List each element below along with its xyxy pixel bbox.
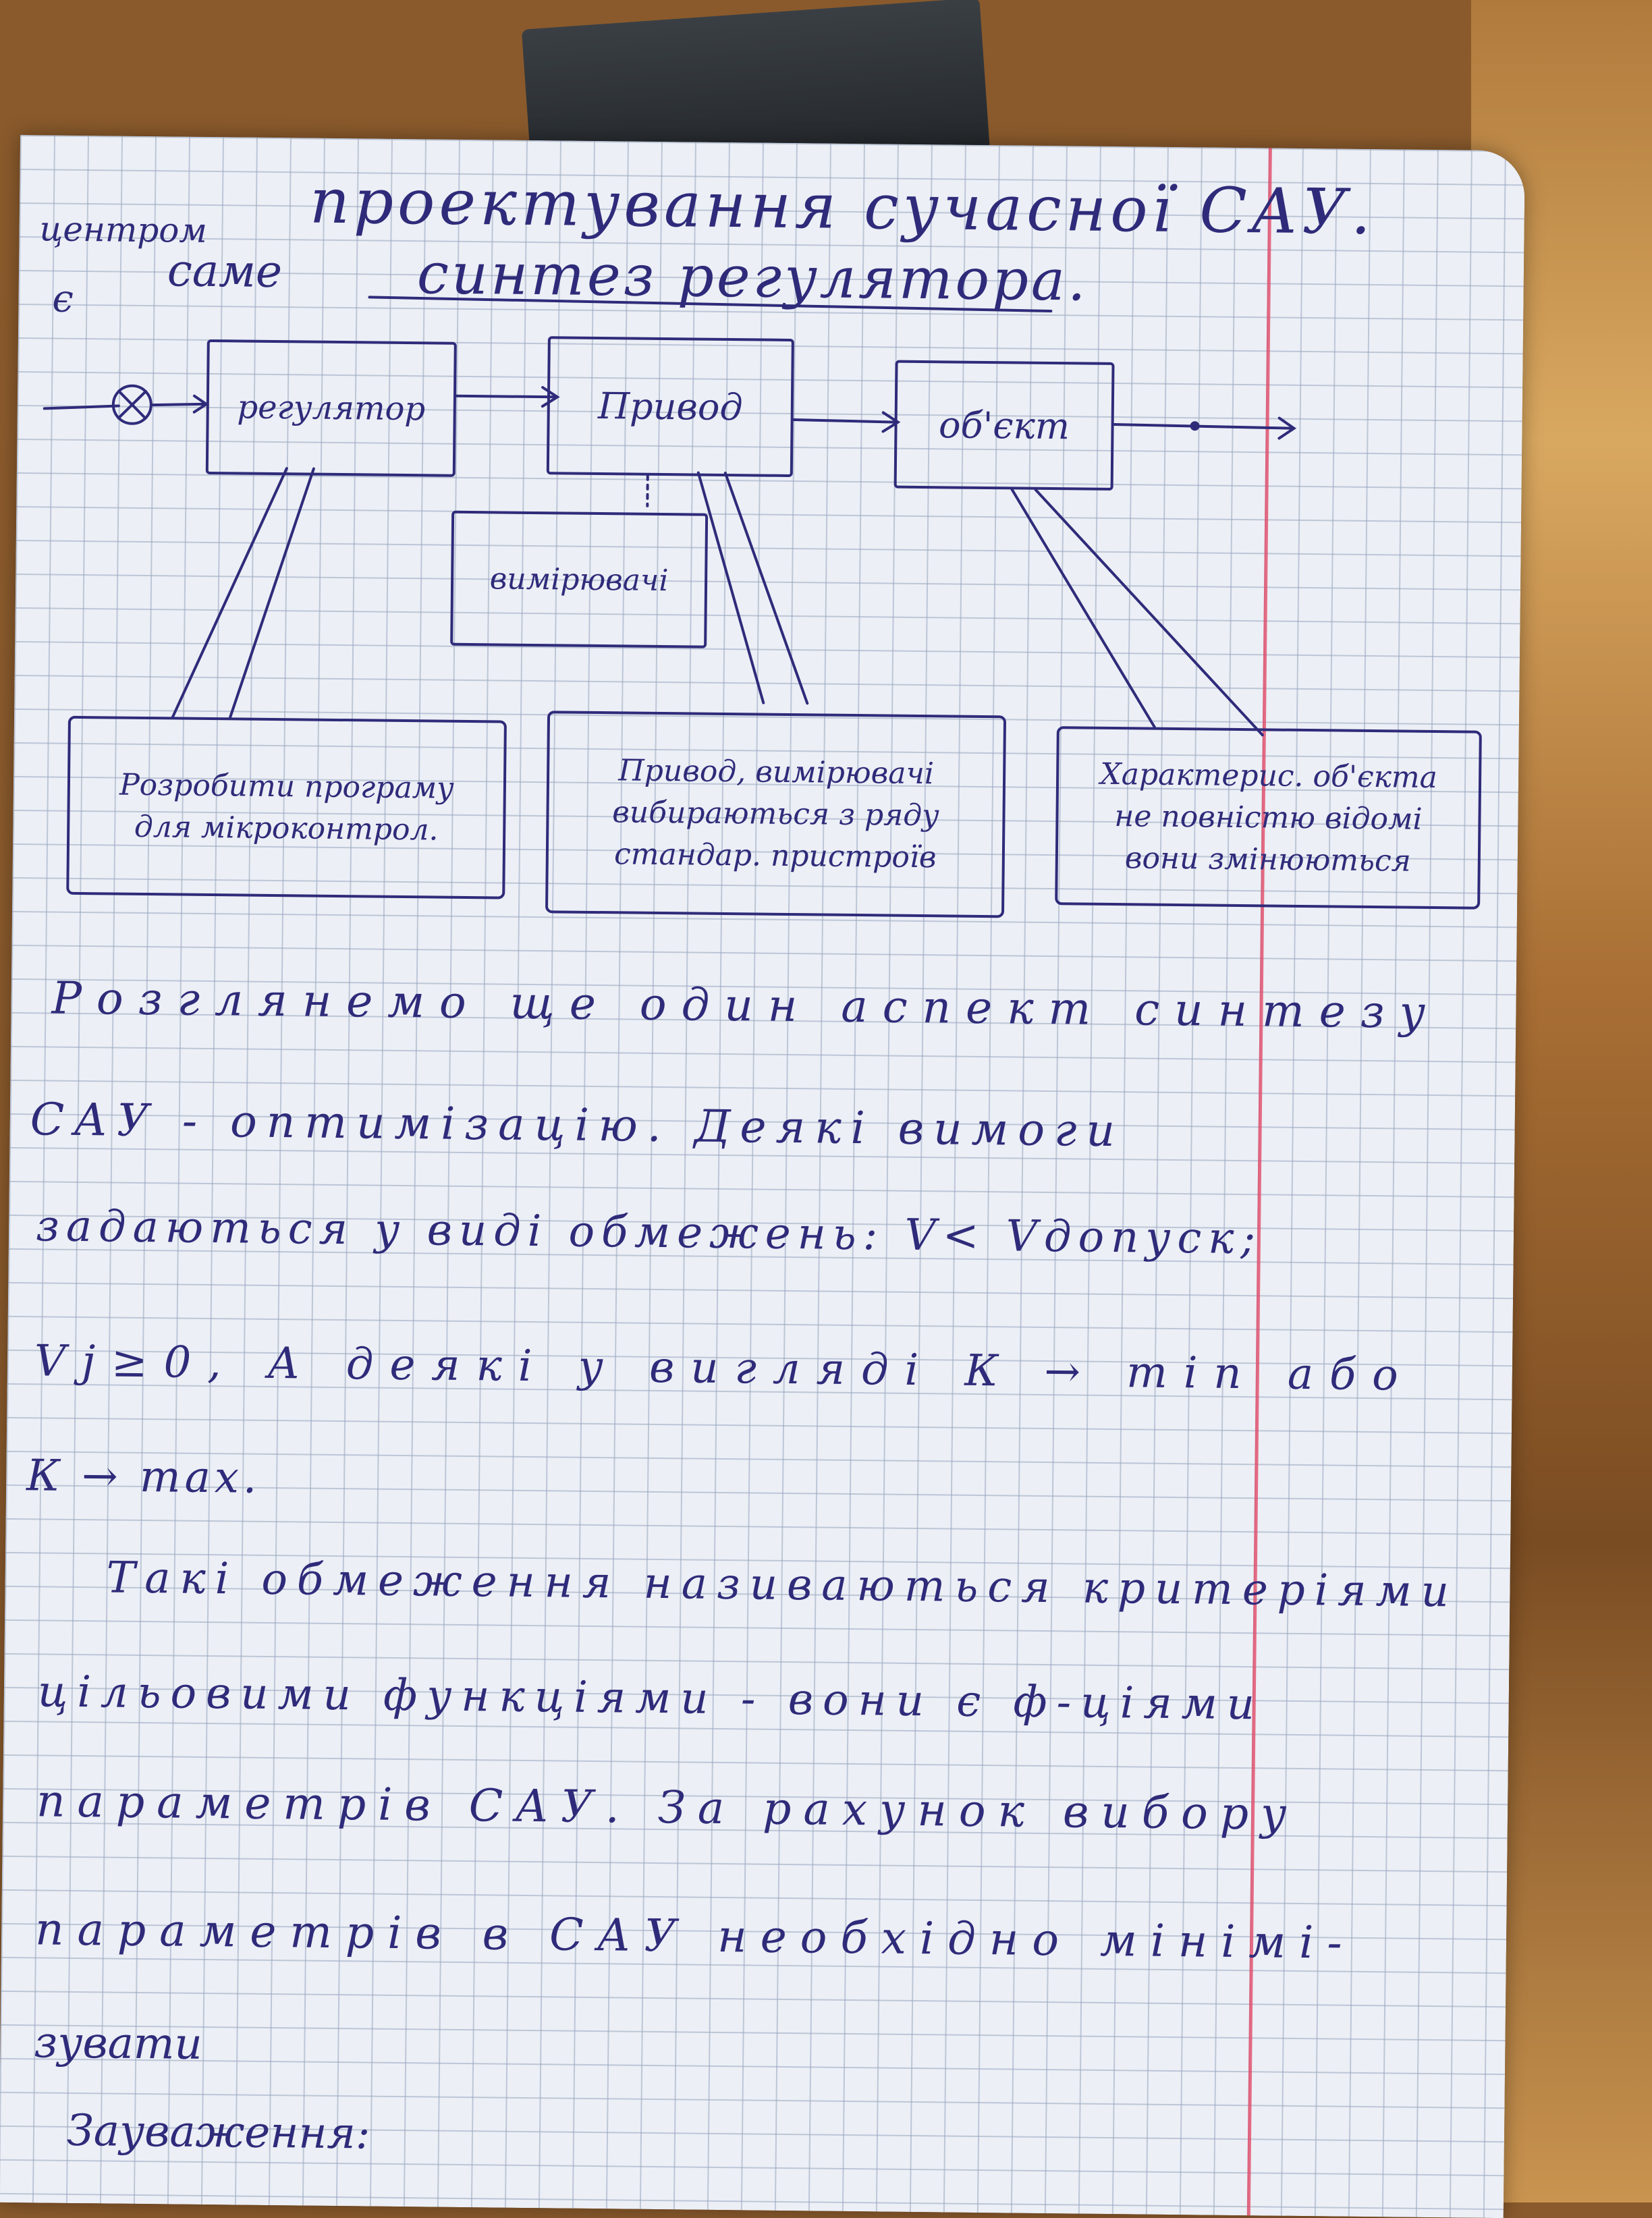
note-right-line-1: Характерис. об'єкта [1100, 756, 1438, 795]
body-line-11: Зауваження: [66, 2105, 370, 2159]
drive-block: Привод [546, 336, 794, 478]
note-middle: Привод, вимірювачі вибираються з ряду ст… [545, 711, 1007, 918]
body-line-10: зувати [34, 2018, 203, 2070]
measuring-block: вимірювачі [450, 510, 709, 648]
note-right: Характерис. об'єкта не повністю відомі в… [1055, 726, 1482, 910]
note-left-line-1: Розробити програму [119, 767, 454, 806]
note-middle-line-1: Привод, вимірювачі [618, 753, 935, 792]
block-diagram-lines [43, 296, 1297, 737]
underline [368, 296, 1053, 313]
note-left-line-2: для мікроконтрол. [134, 809, 439, 848]
note-middle-line-3: стандар. пристроїв [613, 837, 937, 875]
note-middle-line-2: вибираються з ряду [612, 795, 939, 833]
notebook-page: центром проектування сучасної САУ. є сам… [0, 135, 1525, 2218]
note-right-line-2: не повністю відомі [1114, 798, 1423, 837]
note-right-line-3: вони змінюються [1124, 840, 1412, 879]
body-line-5: К → max. [26, 1451, 261, 1503]
object-block: об'єкт [893, 360, 1115, 491]
regulator-block: регулятор [205, 339, 457, 477]
note-left: Розробити програму для мікроконтрол. [66, 715, 507, 899]
